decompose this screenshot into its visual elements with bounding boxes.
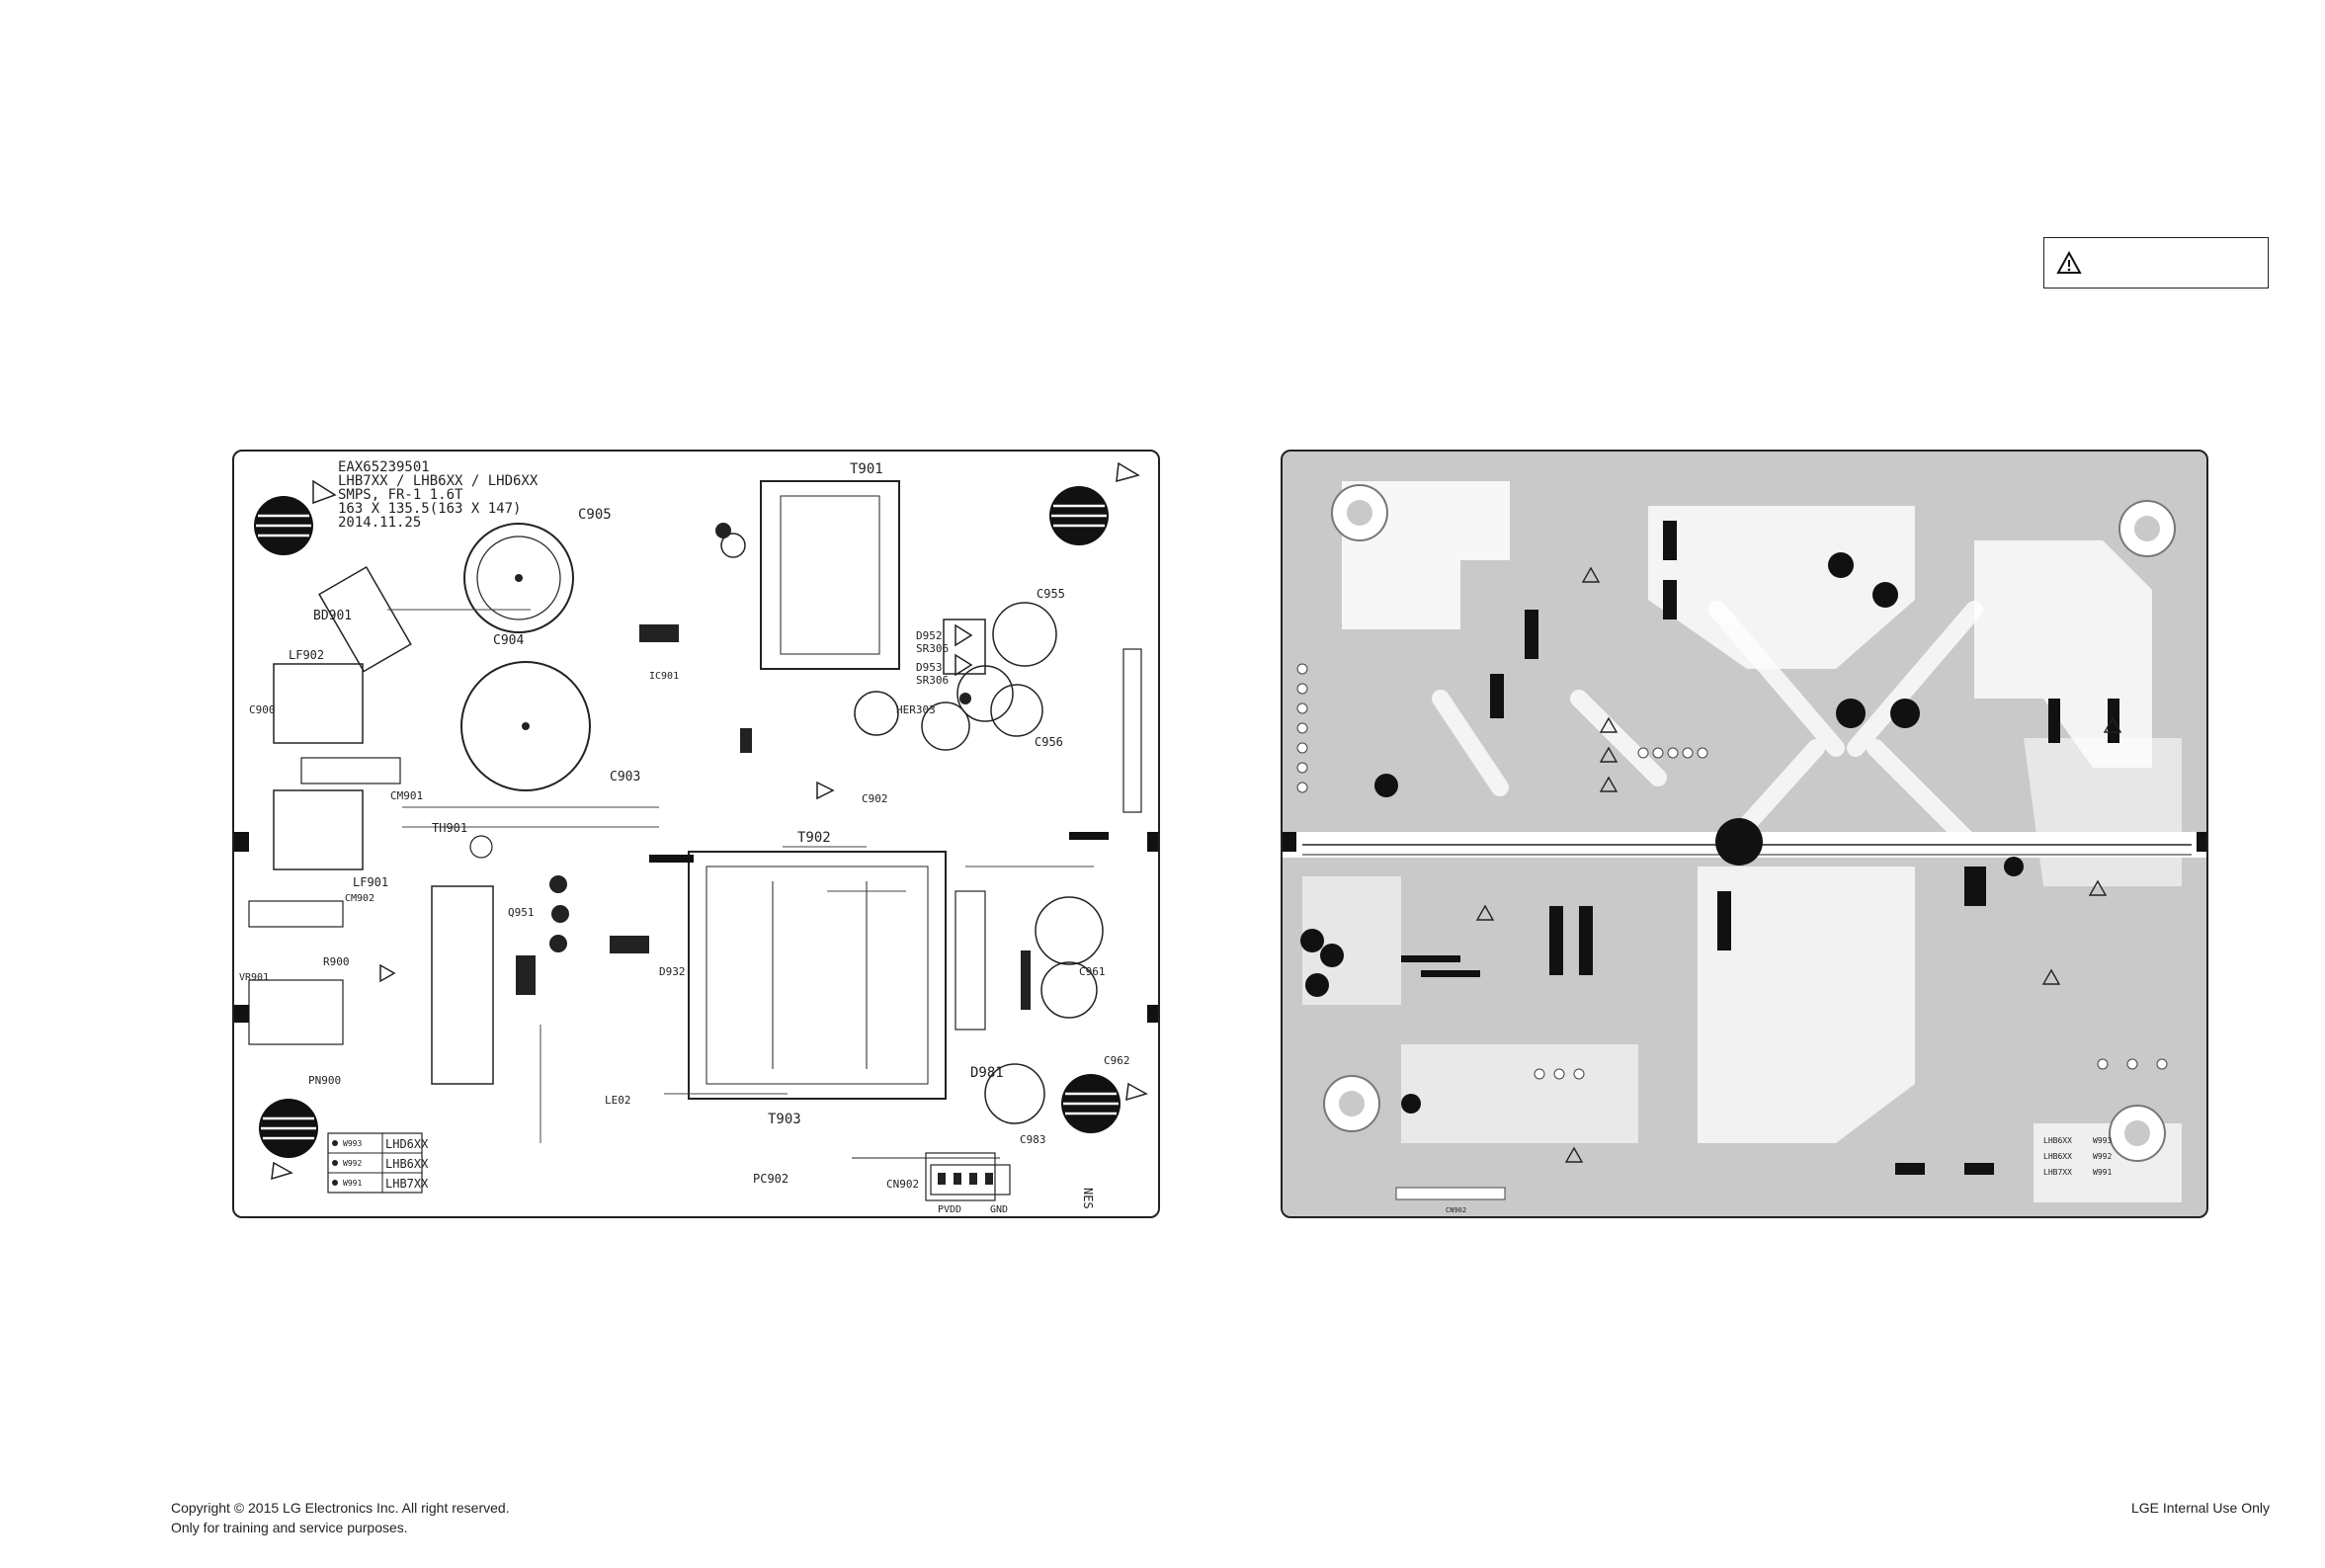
mounting-hole-bottom-left <box>259 1099 318 1158</box>
mounting-hole-bottom-right <box>1061 1074 1121 1133</box>
label-LE02: LE02 <box>605 1094 631 1107</box>
label-C983: C983 <box>1020 1133 1046 1146</box>
label-D953: D953 <box>916 661 943 674</box>
label-D932: D932 <box>659 965 686 978</box>
copyright-notice: Copyright © 2015 LG Electronics Inc. All… <box>171 1498 510 1537</box>
label-IC901: IC901 <box>649 671 679 682</box>
label-C900: C900 <box>249 703 276 716</box>
corner-mark: NES <box>1081 1188 1095 1209</box>
label-CN902: CN902 <box>886 1178 919 1191</box>
board-warning-marks <box>1475 566 2122 1163</box>
component-labels: T901 C905 BD901 C904 LF902 C900 CM901 LF… <box>239 461 1130 1191</box>
label-VR901: VR901 <box>239 972 269 983</box>
internal-use-notice: LGE Internal Use Only <box>2130 1500 2270 1516</box>
label-LF902: LF902 <box>289 648 324 662</box>
mounting-hole-top-right <box>1049 486 1109 545</box>
right-model-3: LHB7XX <box>2043 1168 2072 1177</box>
size-line: 163 X 135.5(163 X 147) <box>338 501 521 517</box>
pcb-copper-drawing: LHB6XX W993 LHB6XX W992 LHB7XX W991 CN90… <box>1283 481 2206 1214</box>
label-C962: C962 <box>1104 1054 1130 1067</box>
label-R900: R900 <box>323 955 350 968</box>
date-line: 2014.11.25 <box>338 515 421 531</box>
model-table: W993 LHD6XX W992 LHB6XX W991 LHB7XX <box>327 1132 429 1194</box>
board-line: SMPS, FR-1 1.6T <box>338 487 463 503</box>
label-C956: C956 <box>1035 735 1063 749</box>
pcb-component-side: EAX65239501 LHB7XX / LHB6XX / LHD6XX SMP… <box>232 450 1160 1218</box>
model-table-jumper-1: W993 <box>343 1139 362 1148</box>
label-CM901: CM901 <box>390 789 423 802</box>
mounting-hole-top-left <box>254 496 313 555</box>
right-model-1: LHB6XX <box>2043 1136 2072 1145</box>
label-CM902: CM902 <box>345 893 374 904</box>
model-table-model-3: LHB7XX <box>385 1177 429 1191</box>
label-D952: D952 <box>916 629 943 642</box>
label-T901: T901 <box>850 461 883 477</box>
label-T902: T902 <box>797 830 831 846</box>
model-table-jumper-2: W992 <box>343 1159 362 1168</box>
connector-pin-gnd: GND <box>990 1204 1008 1215</box>
label-C955: C955 <box>1037 587 1065 601</box>
model-table-model-2: LHB6XX <box>385 1157 429 1171</box>
label-BD901: BD901 <box>313 609 352 623</box>
part-number: EAX65239501 <box>338 459 430 475</box>
models-line: LHB7XX / LHB6XX / LHD6XX <box>338 473 539 489</box>
right-jumper-1: W993 <box>2093 1136 2112 1145</box>
model-table-model-1: LHD6XX <box>385 1137 429 1151</box>
model-table-jumper-3: W991 <box>343 1179 362 1188</box>
connector-pin-pvdd: PVDD <box>938 1204 961 1215</box>
label-C903: C903 <box>610 770 640 784</box>
label-C904: C904 <box>493 633 524 648</box>
right-jumper-2: W992 <box>2093 1152 2112 1161</box>
warning-triangle-icon <box>2056 251 2082 274</box>
right-model-2: LHB6XX <box>2043 1152 2072 1161</box>
right-model-table: LHB6XX W993 LHB6XX W992 LHB7XX W991 <box>2043 1136 2112 1177</box>
pcb-silkscreen-drawing: EAX65239501 LHB7XX / LHB6XX / LHD6XX SMP… <box>234 459 1158 1215</box>
label-C961: C961 <box>1079 965 1106 978</box>
label-C902: C902 <box>862 792 888 805</box>
label-PC902: PC902 <box>753 1172 789 1186</box>
caution-box <box>2043 237 2269 289</box>
label-PN900: PN900 <box>308 1074 341 1087</box>
label-T903: T903 <box>768 1112 801 1127</box>
right-jumper-3: W991 <box>2093 1168 2112 1177</box>
label-Q951: Q951 <box>508 906 535 919</box>
label-SR306-b: SR306 <box>916 674 949 687</box>
pcb-solder-side: LHB6XX W993 LHB6XX W992 LHB7XX W991 CN90… <box>1281 450 2208 1218</box>
copyright-line-1: Copyright © 2015 LG Electronics Inc. All… <box>171 1500 510 1516</box>
label-C905: C905 <box>578 507 612 523</box>
label-TH901: TH901 <box>432 821 467 835</box>
label-HER303: HER303 <box>896 703 936 716</box>
right-connector-label: CN902 <box>1446 1206 1466 1214</box>
copyright-line-2: Only for training and service purposes. <box>171 1520 408 1535</box>
label-D981: D981 <box>970 1065 1004 1081</box>
label-SR306-a: SR306 <box>916 642 949 655</box>
label-LF901: LF901 <box>353 875 388 889</box>
